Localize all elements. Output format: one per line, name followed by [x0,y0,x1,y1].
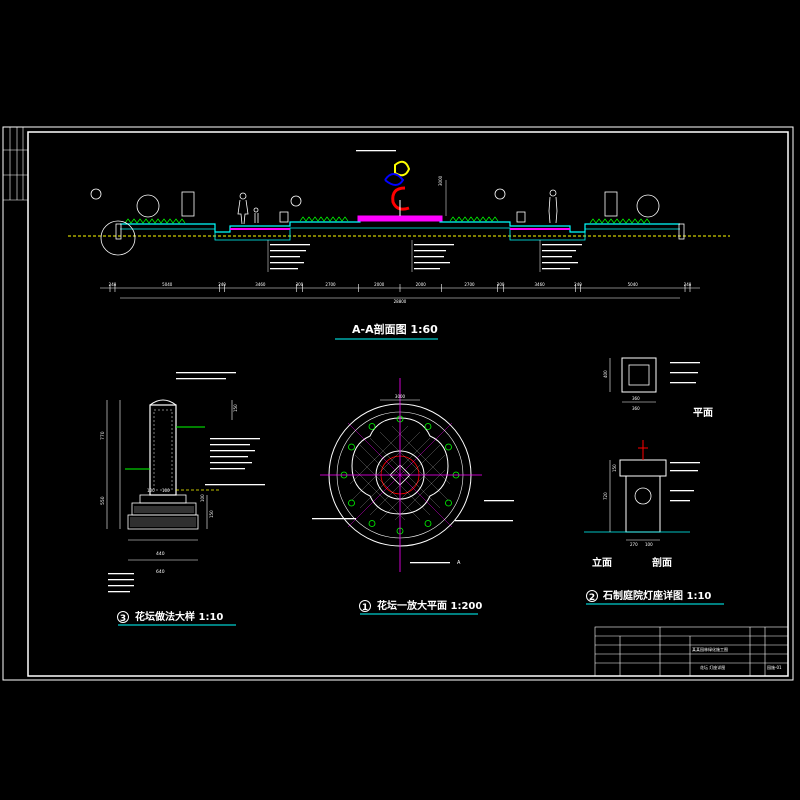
d2-title: 石制庭院灯座详图 1:10 [602,589,711,602]
section-total-dim: 28800 [394,299,407,304]
ring-planting-circle [445,443,452,451]
section-dim-label: 2700 [464,282,475,287]
section-dim-label: 3460 [535,282,546,287]
d2-elev-label: 立面 [592,556,612,569]
ring-planting-circle [424,520,432,527]
d2-elev-w2: 100 [645,542,653,547]
section-dim-label: 300 [497,282,505,287]
d2-plan-label: 平面 [693,407,713,419]
section-dim-label: 2000 [416,282,427,287]
d2-plan-w2: 360 [632,406,640,411]
d2-plan-w1: 360 [632,396,640,401]
ring-planting-circle [445,499,452,507]
d3-width-bottom: 640 [156,569,165,575]
section-dim-label: 300 [296,282,304,287]
binding-strip [3,127,28,201]
section-dim-label: 240 [574,282,582,287]
d2-elev-h1: 720 [603,492,608,500]
d3-inner-a: 100 [147,488,155,493]
section-dim-label: 240 [218,282,226,287]
d2-sect-label: 剖面 [652,556,672,569]
detail-2-lamp-base: 400 360 360 平面 720 150 270 100 立面 剖面 2 石… [584,357,724,605]
ring-planting-circle [348,499,355,507]
section-dim-label: 2000 [374,282,385,287]
section-dim-label: 5040 [628,282,639,287]
outer-frame [2,126,794,681]
inner-frame [27,131,789,677]
d3-number: 3 [120,614,126,624]
section-dim-label: 3460 [255,282,266,287]
d2-plan-h: 400 [603,370,608,378]
section-height-dim: 3000 [438,175,443,186]
d3-step2: 150 [209,510,214,518]
d3-inner-b: 100 [162,488,170,493]
d3-height-top: 770 [100,431,106,440]
section-aa: 240 5040 240 3460 300 2700 2000 2000 2700 300 3460… [68,150,730,340]
tb-drawing-no: 园施-01 [767,664,782,670]
d2-number: 2 [589,593,595,603]
section-dim-label: 240 [684,282,692,287]
ring-planting-circle [368,423,376,430]
d3-height-bottom: 550 [100,496,106,505]
detail-1-plan: 3000 A 1 花坛一放大平面 1:200 [312,378,514,615]
d3-title: 花坛做法大样 1:10 [135,610,223,623]
tb-sheet-title: 花坛 灯座详图 [700,664,725,670]
d3-step3: 150 [233,404,238,412]
d1-number: 1 [362,603,368,613]
d2-elev-w1: 270 [630,542,638,547]
tb-project: 某某园林绿化施工图 [692,646,728,652]
ring-planting-circle [424,423,432,430]
d2-elev-h2: 150 [612,464,617,472]
ring-planting-circle [368,520,376,527]
d1-title: 花坛一放大平面 1:200 [377,599,482,612]
title-block [594,626,789,677]
section-title: A-A剖面图 1:60 [352,322,438,336]
section-dim-label: 2700 [325,282,336,287]
d1-section-mark: A [457,560,461,566]
d1-dim-top: 3000 [395,394,406,399]
section-dim-label: 240 [109,282,117,287]
d3-width-top: 440 [156,551,165,557]
d3-step1: 100 [200,494,205,502]
detail-3-planter: 770 550 440 640 100 150 150 100 100 3 花坛… [100,372,265,626]
section-dim-label: 5040 [162,282,173,287]
ring-planting-circle [348,443,355,451]
